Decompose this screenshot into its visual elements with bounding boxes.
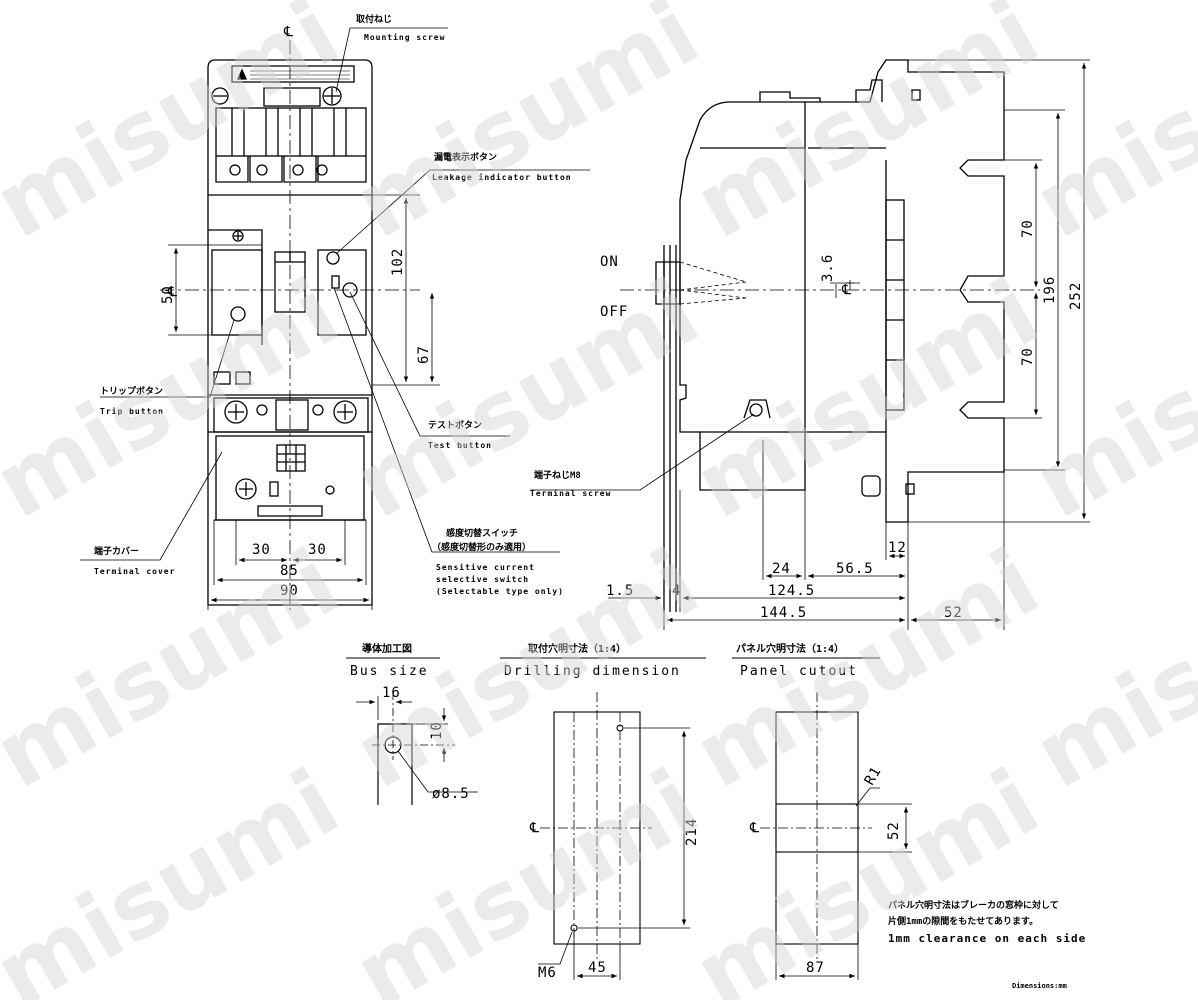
dim-m6: M6 <box>538 965 557 981</box>
off-label: OFF <box>600 304 628 320</box>
drilling-title-jp: 取付穴明寸法（1:4） <box>528 642 626 655</box>
front-middle-body <box>208 229 367 385</box>
test-button-label-en: Test button <box>428 441 492 450</box>
dim-67: 67 <box>416 345 432 364</box>
dim-52-cutout: 52 <box>886 821 902 840</box>
dim-144-5: 144.5 <box>760 605 807 621</box>
leakage-indicator-label-jp: 漏電表示ボタン <box>434 151 497 163</box>
sensitive-switch-icon <box>331 275 340 289</box>
dim-90: 90 <box>280 583 299 599</box>
watermark: misumi <box>678 259 1056 539</box>
watermark: misumi <box>678 0 1056 259</box>
centerline-mark: ℄ <box>283 24 294 40</box>
drilling-section: 取付穴明寸法（1:4） Drilling dimension ℄ 214 45 … <box>500 642 706 981</box>
top-terminals <box>211 86 367 183</box>
bus-size-title-jp: 導体加工図 <box>362 642 412 655</box>
mounting-screw-label-jp: 取付ねじ <box>356 13 392 25</box>
centerline-mark: ℄ <box>841 282 852 298</box>
sensitive-switch-label-jp2: （感度切替形のみ適用） <box>432 541 531 553</box>
dim-4: 4 <box>672 583 681 599</box>
watermark: misumi <box>678 749 1056 1000</box>
watermark: misumi <box>338 749 716 1000</box>
mounting-screw-icon <box>211 87 229 105</box>
front-view <box>80 27 590 610</box>
dim-87: 87 <box>806 960 825 976</box>
terminal-cover-label-en: Terminal cover <box>94 566 175 576</box>
dim-r1: R1 <box>862 764 885 788</box>
watermark: misumi <box>0 0 356 259</box>
dim-124-5: 124.5 <box>768 583 815 599</box>
dim-85: 85 <box>280 563 299 579</box>
drilling-title-en: Drilling dimension <box>504 664 681 679</box>
sensitive-switch-label-en1: Sensitive current <box>436 562 535 572</box>
trip-button-label-jp: トリップボタン <box>100 385 163 397</box>
watermark: misumi <box>1018 0 1198 259</box>
dim-45: 45 <box>588 960 607 976</box>
watermark: misumi <box>0 529 356 809</box>
panel-note-jp2: 片側1mmの隙間をもたせてあります。 <box>888 915 1038 927</box>
dim-50: 50 <box>160 285 176 304</box>
watermark: misumi <box>1018 529 1198 809</box>
dim-70-bottom: 70 <box>1020 347 1036 366</box>
units-footer: Dimensions:mm <box>1012 982 1067 990</box>
dim-56-5: 56.5 <box>836 561 874 577</box>
dim-12: 12 <box>888 540 907 556</box>
trip-button-icon <box>230 306 246 322</box>
mounting-screw-label-en: Mounting screw <box>364 32 445 42</box>
dim-252: 252 <box>1068 282 1084 310</box>
dim-hole-diameter: ø8.5 <box>432 786 470 802</box>
dim-70-top: 70 <box>1020 219 1036 238</box>
terminal-screw-label-jp: 端子ねじM8 <box>534 469 581 481</box>
warning-label <box>231 65 355 83</box>
centerline-mark: ℄ <box>529 820 540 836</box>
dim-30-left: 30 <box>252 542 271 558</box>
panel-cutout-title-jp: パネル穴明寸法（1:4） <box>736 642 844 655</box>
bus-size-section: 導体加工図 Bus size 16 10 ø8.5 <box>346 642 478 805</box>
bus-size-title-en: Bus size <box>350 664 429 679</box>
side-view <box>530 59 1090 630</box>
side-view-texts: ON OFF ℄ 端子ねじM8 Terminal screw 3.6 70 70… <box>530 219 1084 621</box>
centerline-mark: ℄ <box>167 284 178 300</box>
bottom-terminals <box>213 397 369 521</box>
watermark: misumi <box>338 259 716 539</box>
terminal-cover-screw-icon <box>235 478 257 500</box>
watermark: misumi <box>0 259 356 539</box>
leakage-indicator-button-icon <box>326 251 340 265</box>
dim-1-5: 1.5 <box>606 583 634 599</box>
dim-214: 214 <box>684 818 700 846</box>
test-button-label-jp: テストボタン <box>428 419 482 431</box>
watermark: misumi <box>0 749 356 1000</box>
terminal-cover-label-jp: 端子カバー <box>94 545 139 557</box>
sensitive-switch-label-en2: selective switch <box>436 574 529 584</box>
dim-24: 24 <box>772 561 791 577</box>
centerline-mark: ℄ <box>749 820 760 836</box>
dim-10: 10 <box>429 721 445 740</box>
trip-button-label-en: Trip button <box>100 406 164 416</box>
sensitive-switch-label-jp1: 感度切替スイッチ <box>446 527 518 539</box>
mounting-screw-icon <box>322 86 342 106</box>
dim-196: 196 <box>1042 276 1058 304</box>
dim-30-right: 30 <box>308 542 327 558</box>
on-label: ON <box>600 254 619 270</box>
leakage-indicator-label-en: Leakage indicator button <box>432 172 572 182</box>
dim-3-6: 3.6 <box>820 254 836 282</box>
front-view-texts: ℄ ℄ 取付ねじ Mounting screw 漏電表示ボタン Leakage … <box>94 13 572 599</box>
dim-16: 16 <box>382 685 401 701</box>
panel-cutout-title-en: Panel cutout <box>740 664 858 679</box>
panel-note-jp1: パネル穴明寸法はブレーカの窓枠に対して <box>888 899 1059 911</box>
indicator-icon <box>232 230 244 242</box>
panel-note-en: 1mm clearance on each side <box>888 932 1086 945</box>
terminal-screw-label-en: Terminal screw <box>530 488 611 498</box>
dim-52: 52 <box>944 605 963 621</box>
dim-102: 102 <box>390 248 406 276</box>
panel-cutout-section: パネル穴明寸法（1:4） Panel cutout ℄ R1 52 87 パネル… <box>732 642 1086 980</box>
sensitive-switch-label-en3: (Selectable type only) <box>436 587 564 596</box>
